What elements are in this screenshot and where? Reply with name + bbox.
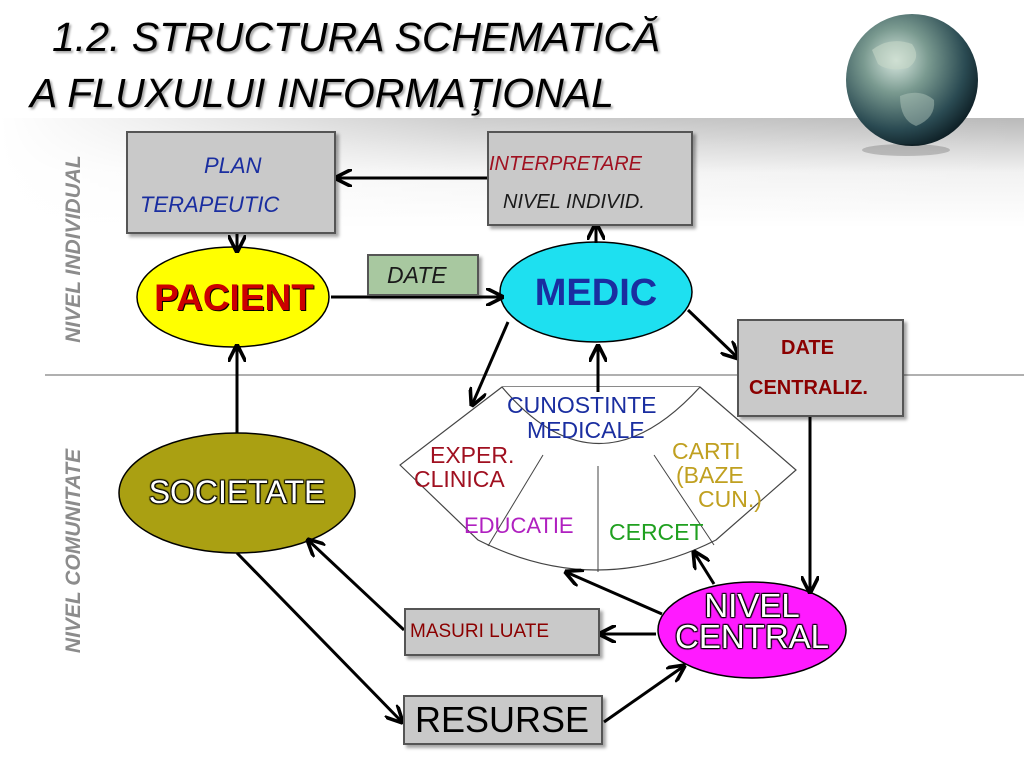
globe-icon bbox=[846, 14, 978, 156]
date-box: DATE bbox=[367, 254, 479, 296]
nivel-central-ellipse bbox=[657, 581, 847, 679]
exper-label-line2: CLINICA bbox=[414, 466, 505, 492]
carti-label-line1: CARTI bbox=[672, 438, 741, 464]
resurse-label: RESURSE bbox=[415, 699, 590, 740]
pacient-label: PACIENT bbox=[154, 277, 314, 318]
arrow-central-to-cercet bbox=[694, 552, 716, 585]
nivel-central-label-line2: CENTRAL bbox=[674, 618, 830, 655]
interpretare-label-line1: INTERPRETARE bbox=[489, 153, 642, 175]
societate-label: SOCIETATE bbox=[148, 474, 326, 510]
arrow-resurse-to-central bbox=[603, 666, 684, 724]
carti-label-line3: CUN.) bbox=[698, 486, 762, 512]
plan-label-line1: PLAN bbox=[204, 153, 262, 178]
cercet-label: CERCET bbox=[609, 519, 704, 545]
plan-label-line2: TERAPEUTIC bbox=[140, 192, 280, 217]
slide-title-line1: 1.2. STRUCTURA SCHEMATICĂ bbox=[52, 14, 661, 60]
cunostinte-label-line1: CUNOSTINTE bbox=[507, 392, 657, 418]
slide-title-line2: A FLUXULUI INFORMAŢIONAL bbox=[30, 70, 614, 116]
plan-terapeutic-box: PLAN TERAPEUTIC bbox=[126, 131, 336, 234]
date-label: DATE bbox=[387, 262, 447, 288]
exper-label-line1: EXPER. bbox=[430, 442, 515, 468]
interpretare-label-line2: NIVEL INDIVID. bbox=[503, 191, 645, 213]
interpretare-box: INTERPRETARE NIVEL INDIVID. bbox=[487, 131, 693, 226]
resurse-box: RESURSE bbox=[403, 695, 603, 745]
side-label-individual: NIVEL INDIVIDUAL bbox=[62, 155, 85, 343]
centraliz-label-line1: DATE bbox=[781, 337, 834, 359]
carti-label-line2: (BAZE bbox=[676, 462, 744, 488]
medic-label: MEDIC bbox=[534, 272, 658, 314]
arrow-masuri-to-societate bbox=[308, 540, 406, 632]
educatie-label: EDUCATIE bbox=[464, 513, 574, 538]
centraliz-label-line2: CENTRALIZ. bbox=[749, 377, 868, 399]
masuri-luate-box: MASURI LUATE bbox=[404, 608, 600, 656]
nivel-central-label-line1: NIVEL bbox=[704, 587, 800, 624]
knowledge-fan bbox=[399, 386, 797, 572]
date-centraliz-box: DATE CENTRALIZ. bbox=[737, 319, 904, 417]
arrow-medic-to-exper bbox=[472, 321, 510, 405]
masuri-label: MASURI LUATE bbox=[410, 621, 550, 642]
arrow-societate-to-resurse bbox=[235, 551, 402, 722]
cunostinte-label-line2: MEDICALE bbox=[527, 417, 645, 443]
arrow-central-to-fan bbox=[566, 572, 663, 616]
side-label-community: NIVEL COMUNITATE bbox=[62, 448, 85, 654]
flow-arrows bbox=[237, 178, 810, 722]
arrow-medic-to-centraliz bbox=[686, 308, 738, 358]
